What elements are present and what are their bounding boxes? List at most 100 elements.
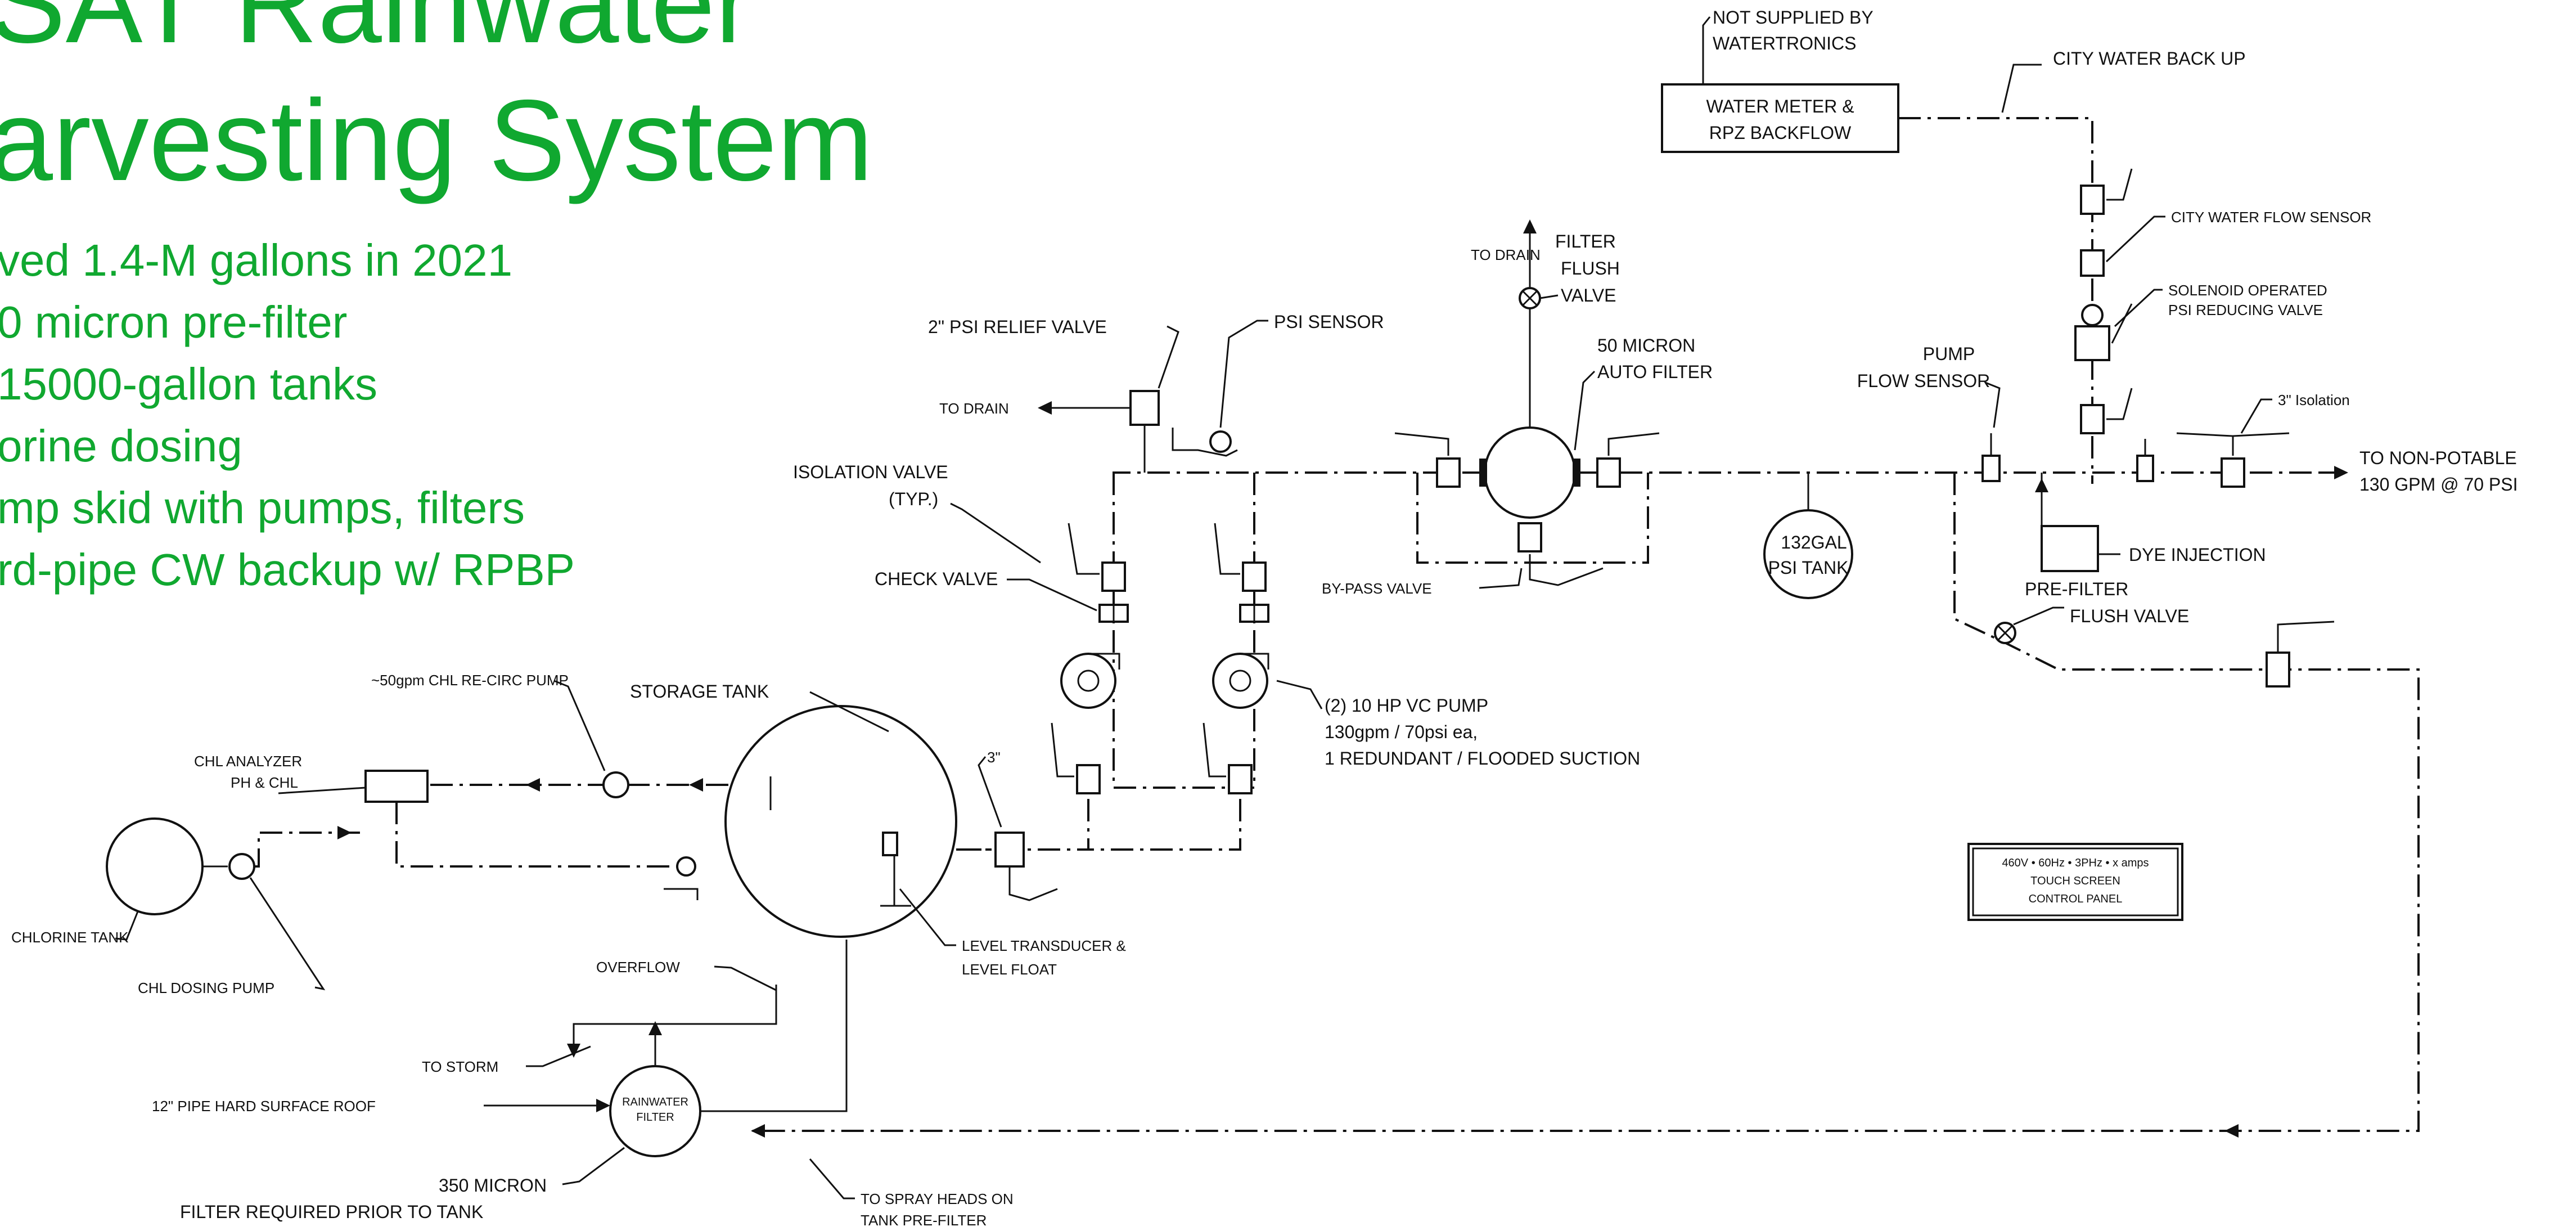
solenoid-label-1: SOLENOID OPERATED [2168, 282, 2327, 299]
city-flow-sensor-icon [2080, 249, 2105, 277]
city-isolation-valve-bottom [2080, 388, 2133, 434]
psi-tank-label-2: PSI TANK [1768, 558, 1849, 578]
meter-box-label-1: WATER METER & [1706, 96, 1854, 116]
outlet-isolation-valve [2176, 432, 2290, 488]
tank-outlet-valve [994, 832, 1058, 901]
psi-tank-label-1: 132GAL [1781, 532, 1847, 552]
bullet-3: 15000-gallon tanks [0, 359, 377, 409]
recirc-pump-label: ~50gpm CHL RE-CIRC PUMP [371, 672, 569, 689]
filter-required-label: FILTER REQUIRED PRIOR TO TANK [180, 1202, 483, 1222]
flush-arrow-icon [1523, 219, 1537, 233]
pump-2-suction-valve [1203, 722, 1253, 794]
dye-injection-label: DYE INJECTION [2129, 545, 2266, 565]
filter-isolation-valve-left [1394, 432, 1461, 488]
chl-dosing-pump-icon [228, 853, 255, 880]
bypass-label: BY-PASS VALVE [1322, 580, 1432, 597]
storage-tank-icon [724, 705, 957, 938]
chl-analyzer-label-1: CHL ANALYZER [194, 753, 302, 770]
chlorine-tank-label: CHLORINE TANK [11, 929, 129, 946]
bypass-valve-icon [1517, 522, 1604, 586]
to-storm-label: TO STORM [422, 1058, 498, 1075]
isolation-3in-label: 3" Isolation [2278, 392, 2350, 408]
city-flow-sensor-label: CITY WATER FLOW SENSOR [2171, 209, 2371, 226]
prefilter-isolation-valve [2266, 621, 2335, 688]
level-transducer-label-2: LEVEL FLOAT [962, 961, 1057, 978]
water-meter-box [1661, 83, 1899, 153]
pump-desc-label-1: (2) 10 HP VC PUMP [1325, 695, 1488, 716]
control-panel-label-1: 460V • 60Hz • 3PHz • x amps [2002, 857, 2149, 869]
control-panel-label-3: CONTROL PANEL [2029, 893, 2123, 905]
title-line-2: arvesting System [0, 76, 873, 205]
psi-sensor-label: PSI SENSOR [1274, 312, 1384, 332]
chl-analyzer-box [364, 770, 429, 803]
sample-line [395, 802, 695, 868]
city-water-line [1898, 117, 2093, 484]
filter-flush-label-2: FLUSH [1561, 258, 1620, 278]
three-inch-label: 3" [987, 749, 1001, 766]
overflow-label: OVERFLOW [596, 959, 680, 976]
meter-box-label-2: RPZ BACKFLOW [1709, 123, 1852, 143]
solenoid-leader [2114, 289, 2163, 327]
pump-2-icon [1212, 653, 1269, 709]
filter-flush-label-3: VALVE [1561, 285, 1616, 305]
pipe-roof-label: 12" PIPE HARD SURFACE ROOF [152, 1098, 376, 1115]
prefilter-flush-label-2: FLUSH VALVE [2070, 606, 2189, 626]
prefilter-flush-label-1: PRE-FILTER [2025, 579, 2128, 599]
city-backup-leader [2001, 64, 2042, 113]
relief-valve-label: 2" PSI RELIEF VALVE [928, 317, 1107, 337]
rainwater-filter-label-2: FILTER [636, 1111, 674, 1124]
city-isolation-valve-top [2080, 168, 2133, 215]
dye-injection-box [2041, 525, 2099, 572]
pump-1-suction-valve [1051, 722, 1101, 794]
bullet-6: rd-pipe CW backup w/ RPBP [0, 545, 575, 595]
filter-isolation-valve-right [1596, 432, 1660, 488]
psi-tank-icon [1763, 509, 1853, 599]
auto-filter-label-1: 50 MICRON [1597, 335, 1695, 356]
recirc-pump-icon [602, 771, 629, 798]
level-transducer-icon [880, 832, 911, 907]
to-non-potable-label-2: 130 GPM @ 70 PSI [2359, 474, 2518, 495]
not-supplied-label-1: NOT SUPPLIED BY [1713, 7, 1874, 28]
solenoid-valve-icon [2074, 303, 2133, 361]
pump-flow-sensor-icon [1981, 455, 2001, 482]
suction-header-line [951, 799, 1089, 851]
to-drain-left-label: TO DRAIN [939, 400, 1009, 417]
bullet-5: mp skid with pumps, filters [0, 483, 525, 533]
bullet-2: 0 micron pre-filter [0, 297, 347, 347]
pump-2-isolation-valve [1214, 523, 1267, 592]
isolation-valve-label-1: ISOLATION VALVE [793, 462, 948, 482]
control-panel-label-2: TOUCH SCREEN [2030, 875, 2120, 887]
pump-2-check-valve [1239, 604, 1269, 623]
pump-1-icon [1060, 653, 1120, 709]
overflow-line [573, 985, 777, 1046]
spray-heads-label-2: TANK PRE-FILTER [861, 1212, 987, 1229]
psi-sensor-icon [1209, 430, 1232, 453]
relief-valve-icon [1129, 390, 1160, 426]
dosing-line [254, 832, 360, 868]
to-drain-top-label: TO DRAIN [1471, 246, 1541, 263]
outlet-sensor-icon [2136, 455, 2154, 482]
city-backup-label: CITY WATER BACK UP [2053, 48, 2246, 69]
to-non-potable-label-1: TO NON-POTABLE [2359, 448, 2517, 468]
pump-1-isolation-valve [1068, 523, 1126, 592]
micron-350-label: 350 MICRON [439, 1175, 547, 1196]
pump-flow-sensor-label-2: FLOW SENSOR [1857, 371, 1990, 391]
chl-analyzer-label-2: PH & CHL [231, 774, 298, 791]
auto-filter-icon [1484, 426, 1576, 519]
level-transducer-label-1: LEVEL TRANSDUCER & [962, 937, 1126, 954]
not-supplied-leader [1702, 16, 1711, 84]
isolation-valve-label-2: (TYP.) [889, 489, 938, 509]
pump-desc-label-3: 1 REDUNDANT / FLOODED SUCTION [1325, 748, 1640, 769]
chl-dosing-pump-label: CHL DOSING PUMP [138, 980, 274, 996]
rainwater-filter-label-1: RAINWATER [622, 1096, 688, 1108]
check-valve-label: CHECK VALVE [875, 569, 998, 589]
pump-desc-label-2: 130gpm / 70psi ea, [1325, 722, 1478, 742]
control-panel-box [1967, 843, 2183, 921]
prefilter-return-line [748, 473, 2420, 1132]
auto-filter-label-2: AUTO FILTER [1597, 362, 1713, 382]
bullet-4: orine dosing [0, 421, 242, 471]
chlorine-tank-icon [106, 817, 204, 915]
bypass-line [1416, 473, 1649, 564]
